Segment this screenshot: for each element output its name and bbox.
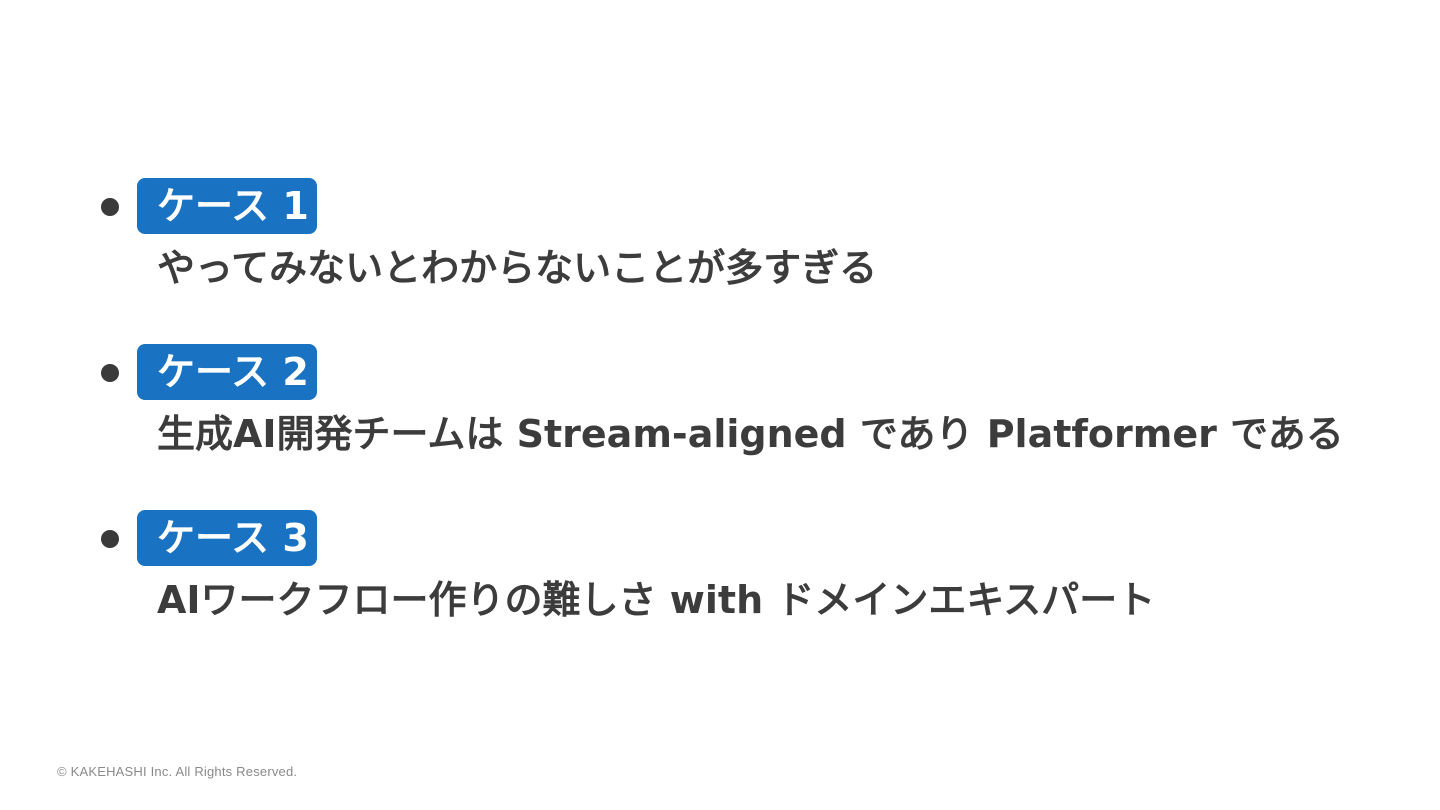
bullet-dot-icon bbox=[101, 364, 119, 382]
case-badge-2: ケース 2 bbox=[137, 344, 317, 400]
case-item-2: ケース 2 生成AI開発チームは Stream-aligned であり Plat… bbox=[0, 344, 1440, 464]
bullet-dot-icon bbox=[101, 530, 119, 548]
case-description-2: 生成AI開発チームは Stream-aligned であり Platformer… bbox=[157, 412, 1344, 456]
case-description-3: AIワークフロー作りの難しさ with ドメインエキスパート bbox=[157, 578, 1156, 622]
bullet-dot-icon bbox=[101, 198, 119, 216]
case-badge-1: ケース 1 bbox=[137, 178, 317, 234]
footer-copyright: © KAKEHASHI Inc. All Rights Reserved. bbox=[57, 764, 298, 779]
case-item-1: ケース 1 やってみないとわからないことが多すぎる bbox=[0, 178, 1440, 298]
case-description-1: やってみないとわからないことが多すぎる bbox=[157, 246, 878, 290]
case-item-3: ケース 3 AIワークフロー作りの難しさ with ドメインエキスパート bbox=[0, 510, 1440, 630]
case-badge-3: ケース 3 bbox=[137, 510, 317, 566]
